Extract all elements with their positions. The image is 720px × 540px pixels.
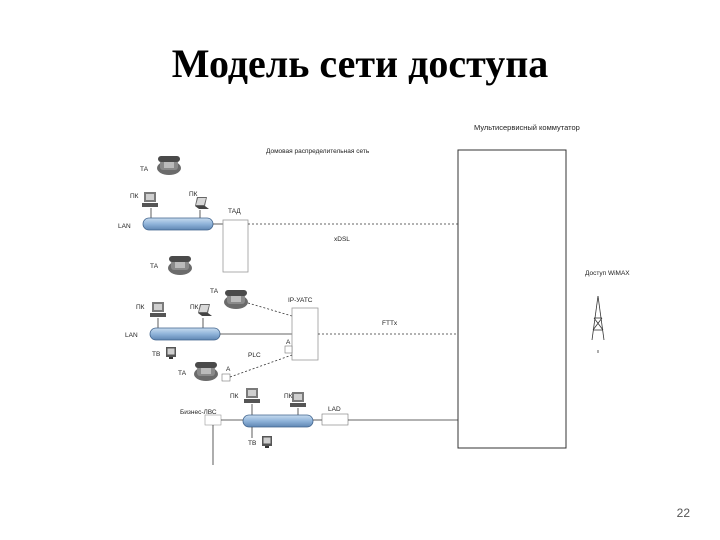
label-tv-a: ТВ	[152, 351, 160, 358]
lad-label: LAD	[328, 406, 341, 413]
lan-mid-label: LAN	[125, 332, 138, 339]
label-pk-b: ПК	[189, 191, 198, 198]
tv-icon	[262, 436, 272, 448]
wimax-label: Доступ WiMAX	[585, 270, 630, 277]
lan-top-label: LAN	[118, 223, 131, 230]
multiservice-switch-box	[457, 149, 567, 449]
label-a-mark2: А	[226, 366, 231, 373]
building-distribution-label: Домовая распределительная сеть	[266, 148, 370, 155]
ip-pbx-label: IP-УАТС	[288, 297, 313, 304]
plc-label: PLC	[248, 352, 261, 359]
lad-box	[321, 413, 349, 426]
label-pk-f: ПК	[284, 393, 293, 400]
label-tv-b: ТВ	[248, 440, 256, 447]
lan-bus-bottom	[242, 414, 314, 428]
phone-icon	[194, 362, 218, 381]
label-ta-top: ТА	[140, 166, 149, 173]
page-number: 22	[676, 506, 690, 520]
tv-icon	[166, 347, 176, 359]
pc-icon	[142, 192, 158, 207]
label-ta-4a: ТА	[150, 263, 159, 270]
tad-label: ТАД	[228, 208, 241, 215]
phone-icon	[168, 256, 192, 275]
ip-pbx-box	[291, 307, 319, 361]
lan-bus-top	[142, 217, 214, 231]
label-pk-c: ПК	[136, 304, 145, 311]
label-ta-mid: ТА	[210, 288, 219, 295]
label-a-mark: А	[286, 339, 291, 346]
tad-box	[222, 219, 249, 273]
ftth-label: FTTx	[382, 320, 398, 327]
phone-icon	[224, 290, 248, 309]
laptop-icon	[198, 304, 212, 316]
label-pk-e: ПК	[230, 393, 239, 400]
label-ta-4b: ТА	[178, 370, 187, 377]
pc-icon	[244, 388, 260, 403]
pc-icon	[150, 302, 166, 317]
wimax-tower-icon	[591, 295, 605, 353]
phone-icon	[157, 156, 181, 175]
slide-title: Модель сети доступа	[171, 41, 549, 86]
lan-bus-mid	[149, 327, 221, 341]
switch-label-1: Мультисервисный коммутатор	[474, 123, 580, 132]
label-pk-d: ПК	[190, 304, 199, 311]
label-pk-a: ПК	[130, 193, 139, 200]
xdsl-label: xDSL	[334, 236, 350, 243]
laptop-icon	[195, 197, 209, 209]
mmb-label: Бизнес-ЛВС	[180, 409, 217, 416]
